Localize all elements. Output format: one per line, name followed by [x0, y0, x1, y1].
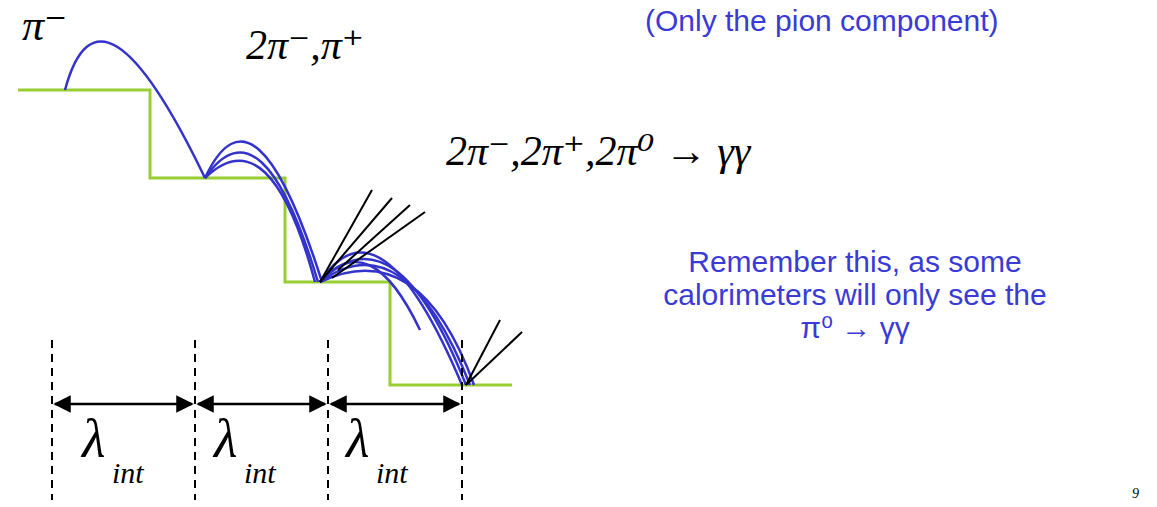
length-symbol: λ	[214, 410, 237, 469]
length-arrows	[55, 403, 459, 406]
length-markers	[52, 340, 462, 500]
length-subscript: int	[112, 456, 144, 489]
length-subscript: int	[376, 456, 408, 489]
pion-tracks	[65, 41, 474, 385]
particle-label: 2π⁻,2π⁺,2π⁰ → γγ	[446, 128, 750, 174]
photon-tracks	[320, 190, 522, 385]
particle-label: 2π⁻,π⁺	[246, 22, 364, 68]
length-subscript: int	[244, 456, 276, 489]
interaction-steps	[18, 90, 512, 385]
length-symbol: λ	[346, 410, 369, 469]
note-text: Remember this, as some calorimeters will…	[660, 245, 1050, 344]
length-symbol: λ	[82, 410, 105, 469]
note-heading: (Only the pion component)	[645, 4, 999, 37]
page-number: 9	[1132, 486, 1139, 501]
particle-label: π⁻	[22, 2, 67, 50]
